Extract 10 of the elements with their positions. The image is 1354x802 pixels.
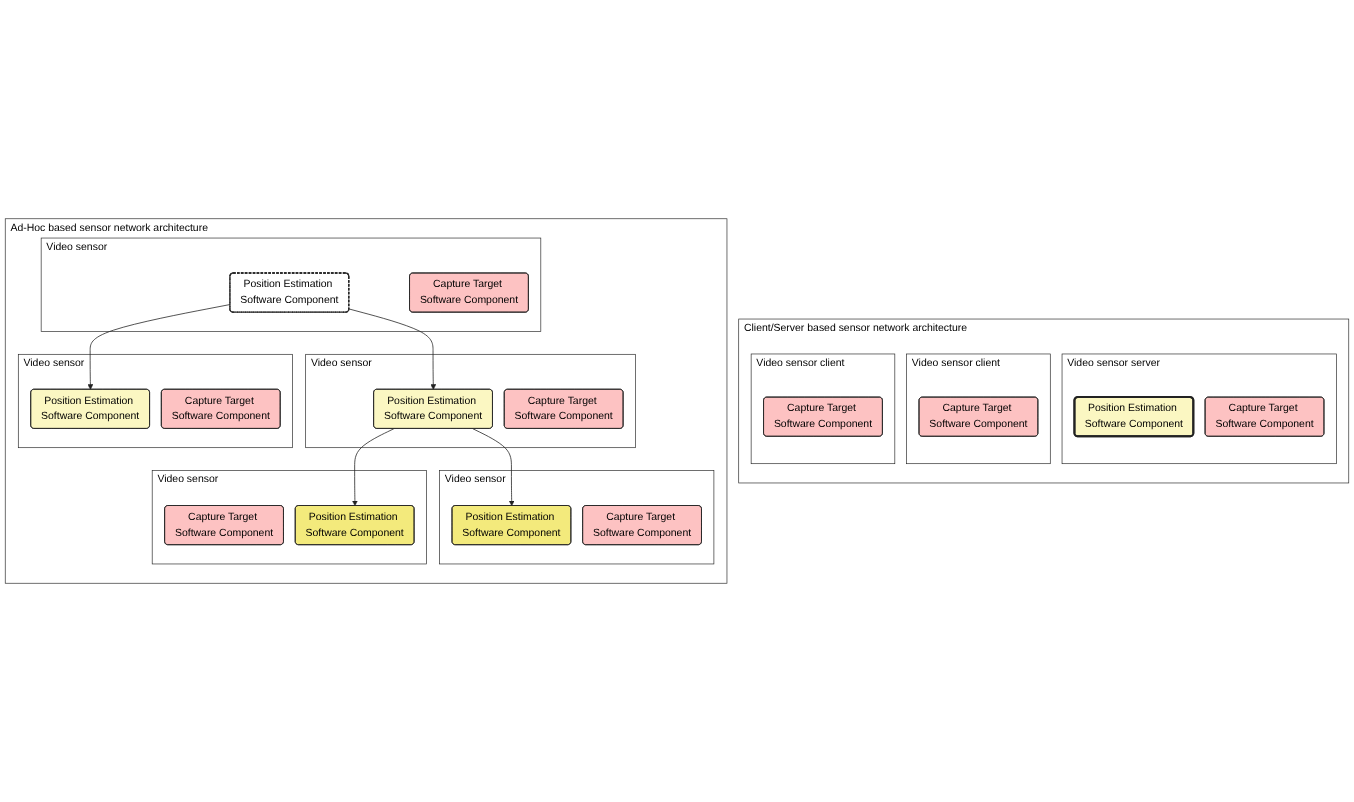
cluster — [439, 470, 715, 565]
cluster — [1061, 353, 1337, 465]
cluster — [17, 353, 293, 449]
cluster — [738, 318, 1350, 484]
cluster — [750, 353, 896, 465]
cluster — [40, 237, 542, 332]
cluster — [4, 218, 728, 584]
cluster — [305, 353, 636, 449]
cluster — [151, 470, 427, 565]
cluster — [906, 353, 1051, 465]
